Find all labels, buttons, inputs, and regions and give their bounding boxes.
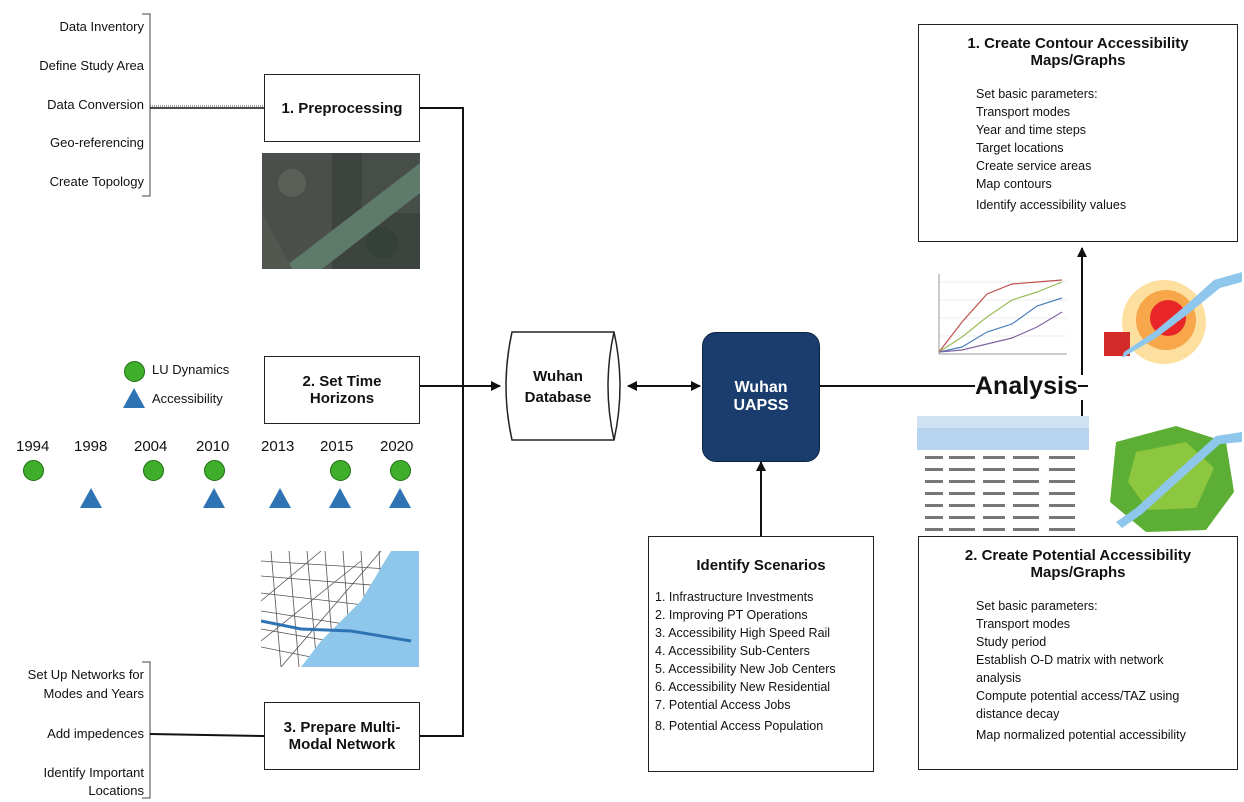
triangle-2020-icon — [389, 488, 411, 508]
year-2010: 2010 — [196, 438, 230, 455]
contour-item: Identify accessibility values — [976, 198, 1127, 212]
potential-item: Set basic parameters: — [976, 599, 1098, 613]
accessibility-graph-thumbnail — [917, 262, 1077, 372]
legend-circle-icon — [124, 361, 145, 382]
scenario-item: 3. Accessibility High Speed Rail — [655, 626, 831, 640]
scenario-item: 2. Improving PT Operations — [655, 608, 808, 622]
scenarios-title: Identify Scenarios — [696, 557, 826, 574]
circle-2015-icon — [330, 460, 351, 481]
contour-accessibility-box: 1. Create Contour Accessibility Maps/Gra… — [918, 24, 1238, 242]
circle-1994-icon — [23, 460, 44, 481]
step-set-up-networks-2: Modes and Years — [43, 686, 144, 701]
year-2015: 2015 — [320, 438, 354, 455]
triangle-2010-icon — [203, 488, 225, 508]
triangle-2015-icon — [329, 488, 351, 508]
year-2004: 2004 — [134, 438, 168, 455]
database-label-1: Wuhan — [533, 368, 583, 385]
uapss-label-2: UAPSS — [733, 397, 789, 414]
circle-2004-icon — [143, 460, 164, 481]
triangle-1998-icon — [80, 488, 102, 508]
potential-item: distance decay — [976, 707, 1060, 721]
step-data-inventory: Data Inventory — [59, 19, 144, 34]
contour-item: Set basic parameters: — [976, 87, 1098, 101]
year-1998: 1998 — [74, 438, 108, 455]
step-define-study-area: Define Study Area — [39, 58, 144, 73]
scenario-item: 4. Accessibility Sub-Centers — [655, 644, 810, 658]
scenario-item: 7. Potential Access Jobs — [655, 698, 791, 712]
scenario-item: 6. Accessibility New Residential — [655, 680, 831, 694]
contour-map-thumbnail — [1094, 262, 1242, 372]
potential-item: Transport modes — [976, 617, 1071, 631]
year-1994: 1994 — [16, 438, 50, 455]
scenario-item: 8. Potential Access Population — [655, 719, 824, 733]
scenario-item: 1. Infrastructure Investments — [655, 590, 814, 604]
potential-item: Establish O-D matrix with network — [976, 653, 1164, 667]
satellite-image — [262, 153, 420, 269]
potential-title-1: 2. Create Potential Accessibility — [964, 547, 1192, 564]
circle-2010-icon — [204, 460, 225, 481]
step-identify-locations-2: Locations — [88, 783, 144, 798]
time-horizons-title-1: 2. Set Time — [302, 373, 382, 390]
potential-item: analysis — [976, 671, 1022, 685]
contour-item: Target locations — [976, 141, 1064, 155]
year-2013: 2013 — [261, 438, 295, 455]
database-label: Wuhan Database — [506, 366, 610, 408]
circle-2020-icon — [390, 460, 411, 481]
accessibility-table-thumbnail — [917, 416, 1089, 540]
scenarios-box: Identify Scenarios 1. Infrastructure Inv… — [648, 536, 874, 772]
uapss-box: Wuhan UAPSS — [702, 332, 820, 462]
triangle-2013-icon — [269, 488, 291, 508]
step-create-topology: Create Topology — [49, 174, 144, 189]
potential-title-2: Maps/Graphs — [1030, 564, 1126, 581]
network-title-1: 3. Prepare Multi- — [283, 719, 401, 736]
contour-title-1: 1. Create Contour Accessibility — [967, 35, 1189, 52]
year-2020: 2020 — [380, 438, 414, 455]
uapss-label-1: Wuhan — [734, 379, 788, 396]
potential-map-thumbnail — [1096, 412, 1242, 540]
scenario-item: 5. Accessibility New Job Centers — [655, 662, 836, 676]
multimodal-network-box: 3. Prepare Multi- Modal Network — [264, 702, 420, 770]
legend-triangle-icon — [123, 388, 145, 408]
legend-accessibility: Accessibility — [152, 391, 223, 406]
contour-item: Year and time steps — [976, 123, 1087, 137]
network-title-2: Modal Network — [288, 736, 396, 753]
potential-item: Study period — [976, 635, 1047, 649]
step-add-impedences: Add impedences — [47, 726, 144, 741]
time-horizons-box: 2. Set Time Horizons — [264, 356, 420, 424]
contour-item: Create service areas — [976, 159, 1092, 173]
step-data-conversion: Data Conversion — [47, 97, 144, 112]
contour-item: Map contours — [976, 177, 1052, 191]
potential-item: Compute potential access/TAZ using — [976, 689, 1180, 703]
step-geo-referencing: Geo-referencing — [50, 135, 144, 150]
preprocessing-box: 1. Preprocessing — [264, 74, 420, 142]
database-shape — [505, 331, 621, 441]
contour-title-2: Maps/Graphs — [1030, 52, 1126, 69]
time-horizons-title-2: Horizons — [309, 390, 375, 407]
potential-accessibility-box: 2. Create Potential Accessibility Maps/G… — [918, 536, 1238, 770]
potential-item: Map normalized potential accessibility — [976, 728, 1186, 742]
database-label-2: Database — [524, 389, 592, 406]
step-set-up-networks-1: Set Up Networks for — [27, 667, 144, 682]
contour-item: Transport modes — [976, 105, 1071, 119]
step-identify-locations-1: Identify Important — [43, 765, 144, 780]
preprocessing-title: 1. Preprocessing — [281, 99, 403, 117]
street-network-map — [261, 551, 419, 667]
legend-lu-dynamics: LU Dynamics — [152, 362, 230, 377]
analysis-label: Analysis — [975, 372, 1078, 400]
